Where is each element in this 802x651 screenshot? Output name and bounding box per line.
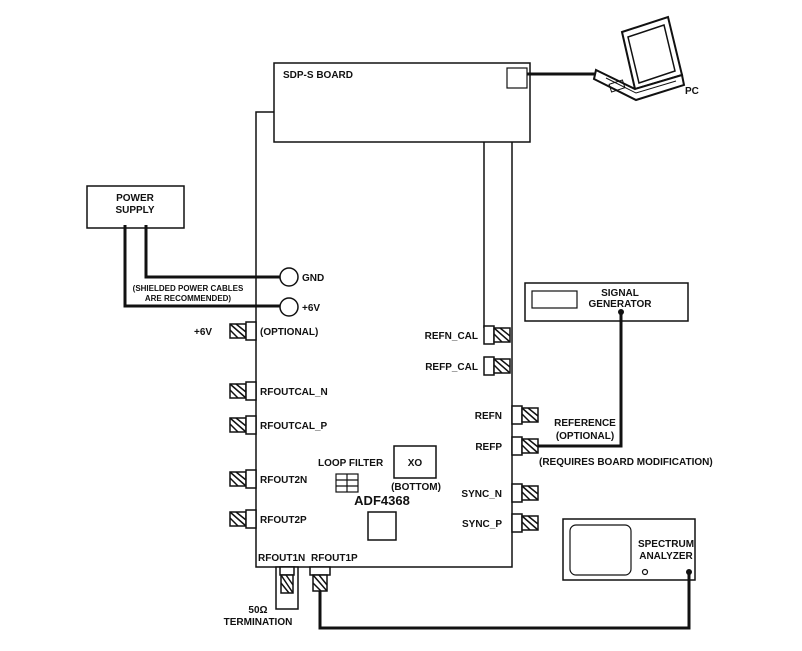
refp-cal-label: REFP_CAL	[425, 362, 478, 373]
reference-cable-wire	[530, 312, 623, 448]
signal-generator-display	[531, 290, 578, 309]
loop-filter-icon	[335, 473, 359, 493]
optional-label: (OPTIONAL)	[260, 327, 318, 338]
adf4368-chip-square	[367, 511, 397, 541]
gnd-label: GND	[302, 273, 324, 284]
chip-name-label: ADF4368	[354, 493, 410, 508]
cable-note-line1: (SHIELDED POWER CABLES	[133, 284, 244, 293]
xo-oscillator-box	[393, 445, 437, 479]
evaluation-board-outline	[255, 111, 513, 568]
sync-n-label: SYNC_N	[461, 489, 502, 500]
sma-connector-icon	[229, 321, 257, 529]
rfout2n-label: RFOUT2N	[260, 475, 307, 486]
sma-connector-icon	[511, 405, 539, 533]
sync-p-label: SYNC_P	[462, 519, 502, 530]
plus6v-label: +6V	[302, 303, 320, 314]
refp-label: REFP	[475, 442, 502, 453]
cable-note-line2: ARE RECOMMENDED)	[145, 294, 232, 303]
pc-label: PC	[685, 86, 699, 97]
laptop-icon	[592, 15, 686, 102]
loop-filter-label: LOOP FILTER	[318, 458, 384, 469]
refn-label: REFN	[475, 411, 502, 422]
reference-label-line1: REFERENCE	[554, 418, 616, 429]
sdp-s-board-box	[273, 62, 531, 143]
termination-value-label: 50Ω	[248, 605, 267, 616]
rfoutcal-n-label: RFOUTCAL_N	[260, 387, 328, 398]
power-supply-box	[86, 185, 185, 229]
gnd-terminal-circle-icon	[279, 267, 299, 287]
opt-6v-label: +6V	[194, 327, 212, 338]
signal-generator-label-line2: GENERATOR	[589, 299, 653, 310]
rfout2p-label: RFOUT2P	[260, 515, 307, 526]
rfout1n-label: RFOUT1N	[258, 553, 305, 564]
sma-connector-icon	[483, 325, 511, 376]
rfout1p-cable-wire	[318, 572, 691, 630]
spectrum-analyzer-screen	[569, 524, 632, 576]
refn-cal-label: REFN_CAL	[425, 331, 478, 342]
plus6v-terminal-circle-icon	[279, 297, 299, 317]
sma-connector-icon	[275, 566, 331, 610]
xo-bottom-label: (BOTTOM)	[391, 482, 441, 493]
board-modification-note: (REQUIRES BOARD MODIFICATION)	[539, 457, 713, 468]
sdp-board-label: SDP-S BOARD	[283, 70, 353, 81]
signal-generator-label-line1: SIGNAL	[601, 288, 639, 299]
spectrum-analyzer-knob-left	[641, 568, 649, 576]
gnd-cable-wire	[144, 225, 280, 279]
power-supply-label-line2: SUPPLY	[115, 205, 154, 216]
rfout1p-label: RFOUT1P	[311, 553, 358, 564]
reference-label-line2: (OPTIONAL)	[556, 431, 614, 442]
spectrum-analyzer-label-line2: ANALYZER	[639, 551, 693, 562]
power-supply-label-line1: POWER	[116, 193, 155, 204]
sdp-usb-port	[506, 67, 528, 89]
xo-label: XO	[408, 458, 423, 469]
rfoutcal-p-label: RFOUTCAL_P	[260, 421, 328, 432]
termination-label: TERMINATION	[224, 617, 293, 628]
spectrum-analyzer-label-line1: SPECTRUM	[638, 539, 694, 550]
plus6v-cable-wire	[123, 225, 280, 308]
